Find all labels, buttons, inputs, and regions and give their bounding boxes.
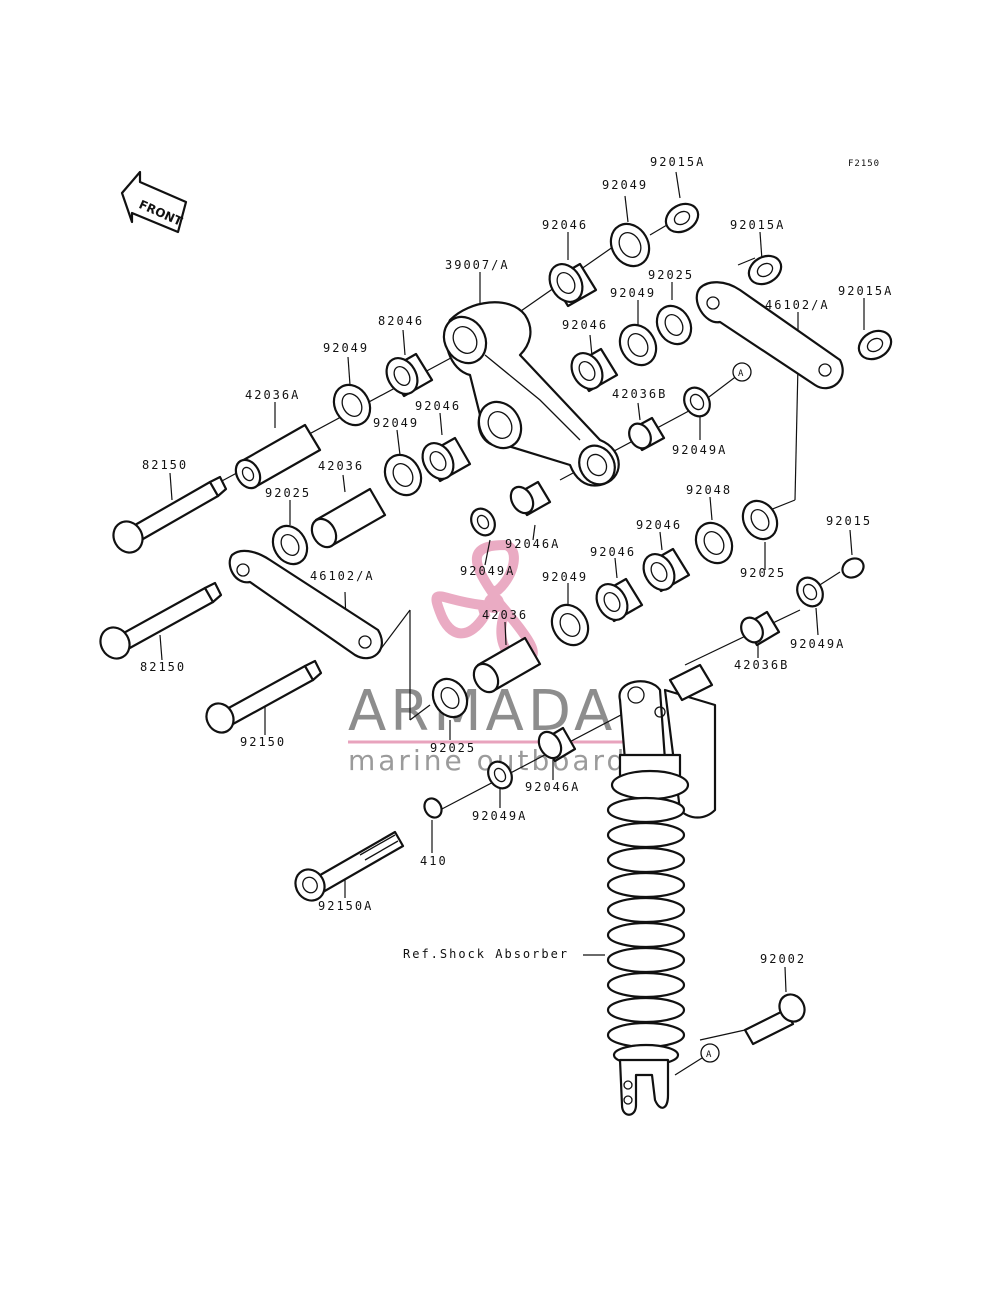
part-seal-92049-center — [383, 453, 423, 497]
label-92049: 92049 — [373, 416, 419, 430]
ref-circle-letter: A — [738, 369, 744, 379]
label-42036A: 42036A — [245, 388, 300, 402]
part-rod-46102A-right — [695, 281, 844, 390]
part-bolt-92150 — [205, 659, 323, 734]
part-bearing-92046-top — [548, 262, 598, 308]
label-92048: 92048 — [686, 483, 732, 497]
part-bearing-92046-mid — [570, 347, 619, 393]
part-rocker-arm-39007A — [442, 301, 620, 487]
label-42036B: 42036B — [734, 658, 789, 672]
part-nut-92015A-top — [664, 202, 700, 234]
part-collar-92025-left — [271, 524, 309, 566]
label-92046: 92046 — [415, 399, 461, 413]
front-arrow-icon: FRONT — [120, 170, 188, 234]
label-92046A: 92046A — [525, 780, 580, 794]
label-92046: 92046 — [636, 518, 682, 532]
part-washer-410 — [423, 797, 443, 819]
part-seal-92049A-low — [487, 760, 513, 790]
label-42036: 42036 — [318, 459, 364, 473]
label-92025: 92025 — [265, 486, 311, 500]
part-seal-92049A-right — [796, 576, 824, 608]
part-collar-92025-low — [431, 677, 469, 719]
part-bolt-82150-mid — [99, 581, 223, 660]
label-46102-A: 46102/A — [765, 298, 830, 312]
part-nut-92015A-right — [857, 329, 893, 361]
ref-circle-A-top: A — [732, 362, 752, 382]
part-bearing-92046A-low — [537, 726, 577, 763]
label-42036B: 42036B — [612, 387, 667, 401]
part-seal-92048 — [694, 521, 734, 565]
label-92150: 92150 — [240, 735, 286, 749]
part-seal-92049-top — [609, 222, 651, 268]
watermark-title: ARMADA — [348, 679, 616, 744]
part-bolt-82150-top — [112, 475, 228, 554]
label-92049A: 92049A — [460, 564, 515, 578]
label-92046A: 92046A — [505, 537, 560, 551]
part-bolt-92002 — [743, 993, 806, 1046]
ref-shock-absorber-label: Ref.Shock Absorber — [403, 947, 569, 961]
label-92015: 92015 — [826, 514, 872, 528]
ref-circle-letter: A — [706, 1050, 712, 1060]
part-nut-92015 — [841, 557, 865, 579]
label-92049A: 92049A — [472, 809, 527, 823]
label-42036: 42036 — [482, 608, 528, 622]
label-92049: 92049 — [610, 286, 656, 300]
part-sleeve-42036 — [310, 487, 387, 549]
part-rod-46102A-left — [228, 549, 383, 660]
label-410: 410 — [420, 854, 448, 868]
part-bearing-92046-right — [642, 547, 691, 593]
label-92025: 92025 — [648, 268, 694, 282]
part-bearing-92046A-top — [509, 480, 552, 517]
label-92049A: 92049A — [790, 637, 845, 651]
part-sleeve-42036B-top — [628, 416, 666, 452]
label-92015A: 92015A — [650, 155, 705, 169]
label-92046: 92046 — [590, 545, 636, 559]
label-92002: 92002 — [760, 952, 806, 966]
part-bearing-92046-low — [595, 577, 644, 623]
label-92015A: 92015A — [730, 218, 785, 232]
label-82150: 82150 — [140, 660, 186, 674]
armada-logo: ARMADA marine outboards — [348, 539, 652, 777]
part-bolt-92150A — [294, 830, 405, 902]
part-seal-92049A-left — [470, 507, 496, 537]
ref-circle-A-bottom: A — [700, 1043, 720, 1063]
label-82046: 82046 — [378, 314, 424, 328]
label-92046: 92046 — [562, 318, 608, 332]
shock-spring — [606, 796, 686, 1067]
shock-absorber — [606, 663, 717, 1116]
part-seal-92049A-top — [683, 386, 711, 418]
part-nut-92015A-mid — [747, 254, 783, 286]
part-sleeve-42036A — [234, 423, 322, 490]
part-sleeve-42036-mid — [472, 636, 542, 694]
label-92150A: 92150A — [318, 899, 373, 913]
label-92015A: 92015A — [838, 284, 893, 298]
label-92025: 92025 — [740, 566, 786, 580]
propeller-icon — [431, 539, 538, 666]
part-collar-92025-right — [741, 499, 779, 541]
part-labels: 92015A 92049 92046 39007/A 92015A 92025 … — [140, 155, 893, 966]
part-seal-92049-left — [332, 383, 372, 427]
part-sleeve-42036B-low — [740, 610, 781, 647]
part-bearing-82046 — [385, 352, 434, 398]
label-46102-A: 46102/A — [310, 569, 375, 583]
label-39007-A: 39007/A — [445, 258, 510, 272]
part-seal-92049-mid — [618, 323, 658, 367]
label-82150: 82150 — [142, 458, 188, 472]
label-92049: 92049 — [323, 341, 369, 355]
label-92049: 92049 — [602, 178, 648, 192]
label-92025: 92025 — [430, 741, 476, 755]
part-collar-92025-top — [655, 304, 693, 346]
label-92049A: 92049A — [672, 443, 727, 457]
part-seal-92049-low — [550, 603, 590, 647]
label-92046: 92046 — [542, 218, 588, 232]
part-bearing-92046-center — [421, 436, 472, 483]
label-92049: 92049 — [542, 570, 588, 584]
diagram-code: F2150 — [848, 159, 880, 169]
